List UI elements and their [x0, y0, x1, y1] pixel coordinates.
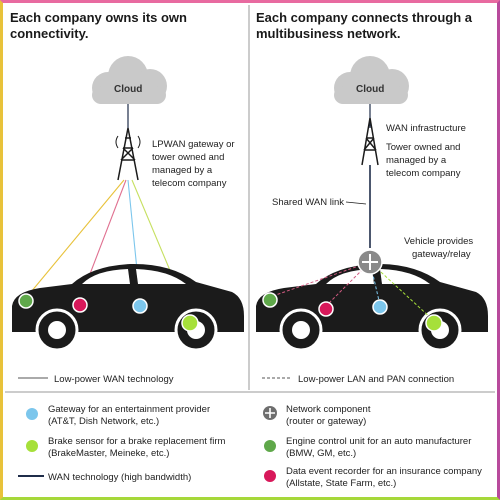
right-wan-infra: WAN infrastructure [386, 123, 466, 134]
legend-gateway-1: Gateway for an entertainment provider [48, 404, 210, 415]
right-sensors [262, 292, 443, 332]
left-title-line1: Each company owns its own [10, 10, 187, 25]
left-tower-note-1: LPWAN gateway or [152, 139, 235, 150]
legend-wan-tech: WAN technology (high bandwidth) [48, 472, 191, 483]
right-network-component-icon [357, 249, 383, 275]
right-tower-note-1: Tower owned and [386, 142, 460, 153]
legend-network-icon [263, 406, 277, 420]
right-tower-note-3: telecom company [386, 168, 461, 179]
left-tower-note-3: managed by a [152, 165, 213, 176]
right-vehicle-note-2: gateway/relay [412, 249, 471, 260]
right-cloud-icon [334, 56, 409, 104]
left-title-line2: connectivity. [10, 26, 89, 41]
legend-network-1: Network component [286, 404, 371, 415]
right-vehicle-note-1: Vehicle provides [404, 236, 473, 247]
right-title-line1: Each company connects through a [256, 10, 473, 25]
left-line-legend: Low-power WAN technology [54, 374, 174, 385]
left-tower-note-2: tower owned and [152, 152, 224, 163]
left-car [12, 263, 244, 352]
right-line-legend: Low-power LAN and PAN connection [298, 374, 454, 385]
right-car [256, 263, 488, 352]
legend-brake-2: (BrakeMaster, Meineke, etc.) [48, 448, 169, 459]
legend-brake-icon [26, 440, 38, 452]
left-cloud-icon [92, 56, 167, 104]
legend-ecu-icon [264, 440, 276, 452]
right-cloud-label: Cloud [356, 84, 384, 95]
right-shared-link-pointer [345, 201, 367, 205]
legend-recorder-2: (Allstate, State Farm, etc.) [286, 478, 396, 489]
legend-recorder-1: Data event recorder for an insurance com… [286, 466, 482, 477]
right-tower-note-2: managed by a [386, 155, 447, 166]
legend-recorder-icon [264, 470, 276, 482]
left-sensors [18, 293, 199, 332]
legend-ecu-1: Engine control unit for an auto manufact… [286, 436, 471, 447]
legend-ecu-2: (BMW, GM, etc.) [286, 448, 356, 459]
right-tower-icon [361, 117, 379, 166]
right-title-line2: multibusiness network. [256, 26, 400, 41]
left-tower-icon [115, 127, 141, 181]
legend-brake-1: Brake sensor for a brake replacement fir… [48, 436, 225, 447]
legend-gateway-2: (AT&T, Dish Network, etc.) [48, 416, 159, 427]
left-tower-note-4: telecom company [152, 178, 227, 189]
left-cloud-label: Cloud [114, 84, 142, 95]
legend-network-2: (router or gateway) [286, 416, 366, 427]
legend-gateway-icon [26, 408, 38, 420]
right-shared-link-label: Shared WAN link [272, 197, 344, 208]
